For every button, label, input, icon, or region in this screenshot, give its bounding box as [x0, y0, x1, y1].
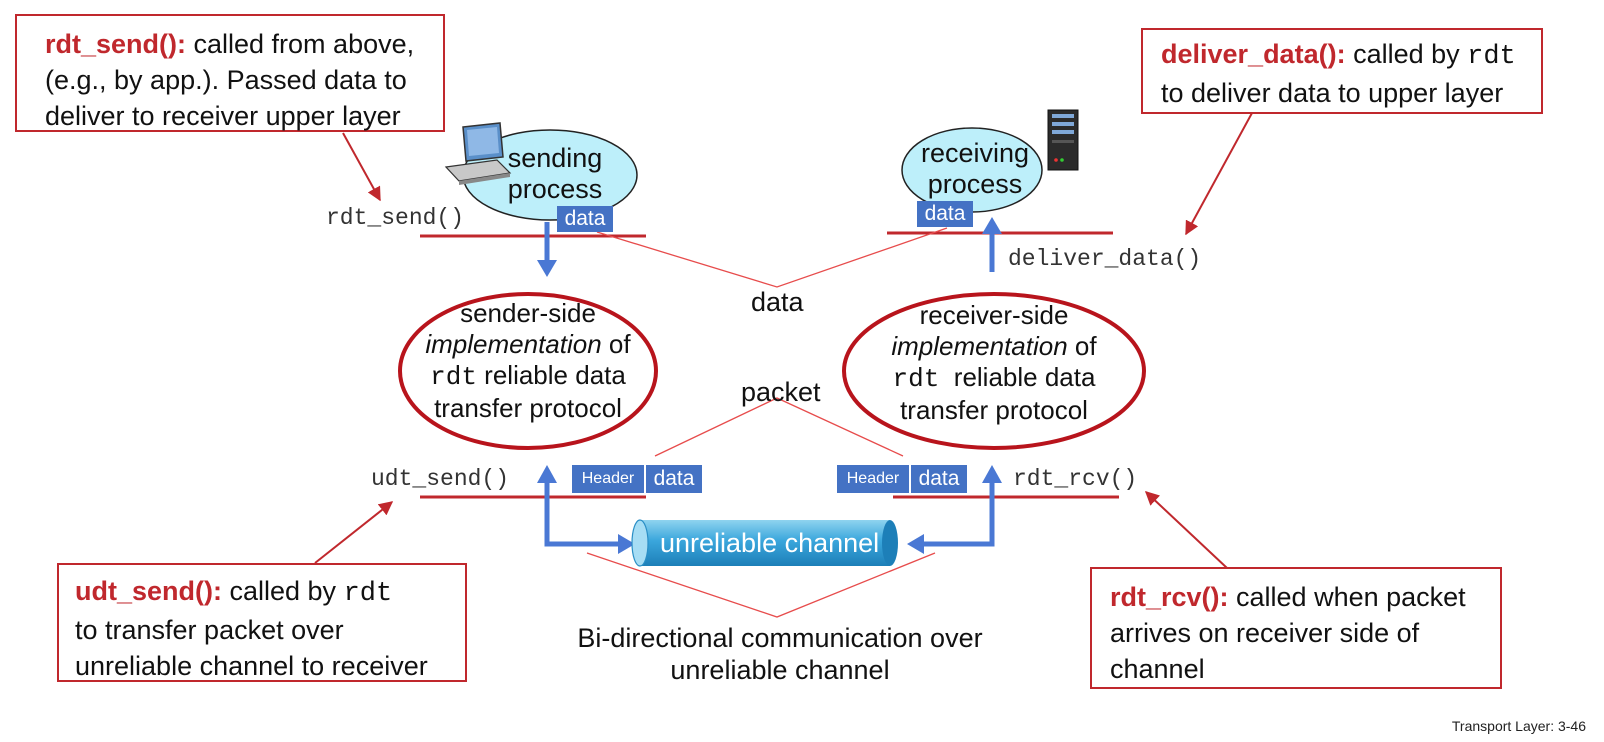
rdt-send-title: rdt_send():	[45, 29, 186, 59]
sender-packet-data-pill: data	[646, 465, 702, 493]
receiver-impl-line3-rest: reliable data	[939, 362, 1096, 392]
udt-send-title: udt_send():	[75, 576, 222, 606]
sender-header-pill: Header	[572, 465, 644, 493]
rdt-rcv-interface-label: rdt_rcv()	[1013, 466, 1138, 492]
bidirectional-line1: Bi-directional communication over	[577, 623, 983, 653]
rdt-rcv-line2: arrives on receiver side of	[1110, 618, 1420, 648]
sending-process-line1: sending	[507, 143, 603, 173]
deliver-data-callout: deliver_data(): called by rdt to deliver…	[1141, 28, 1543, 114]
deliver-data-line2: to deliver data to upper layer	[1161, 78, 1504, 108]
receiving-process-line1: receiving	[920, 138, 1030, 168]
rdt-send-interface-label: rdt_send()	[326, 205, 465, 231]
sending-process-label: sending process	[490, 143, 620, 205]
rdt-rcv-line1: called when packet	[1228, 582, 1466, 612]
pointer-deliver-data	[1185, 112, 1253, 236]
udt-send-interface-label: udt_send()	[371, 466, 510, 492]
bidir-annotation-lines	[586, 552, 936, 618]
sender-impl-italic: implementation	[425, 329, 602, 359]
receiver-impl-ellipse	[842, 292, 1146, 450]
bidirectional-line2: unreliable channel	[670, 655, 890, 685]
rdt-send-callout: rdt_send(): called from above, (e.g., by…	[15, 14, 445, 132]
receiver-data-pill: data	[917, 201, 973, 227]
deliver-data-interface-label: deliver_data()	[1008, 246, 1202, 272]
receiver-packet-data-pill: data	[911, 465, 967, 493]
unreliable-channel-cylinder	[631, 519, 898, 567]
pointer-rdt-send	[342, 132, 381, 202]
down-arrow-sender	[537, 222, 557, 277]
unreliable-channel-label: unreliable channel	[660, 528, 880, 558]
udt-send-callout: udt_send(): called by rdt to transfer pa…	[57, 563, 467, 682]
packet-label: packet	[741, 377, 821, 407]
udt-send-code: rdt	[343, 579, 393, 609]
bidirectional-caption: Bi-directional communication over unreli…	[570, 622, 990, 686]
rdt-send-line3: deliver to receiver upper layer	[45, 101, 401, 131]
udt-send-line1: called by	[221, 576, 344, 606]
sender-impl-line4: transfer protocol	[434, 393, 622, 423]
sender-impl-line2-rest: of	[601, 329, 631, 359]
packet-annotation-lines	[654, 397, 904, 457]
receiver-impl-line4: transfer protocol	[900, 395, 1088, 425]
data-label: data	[751, 287, 804, 317]
data-annotation-lines	[596, 227, 948, 288]
deliver-data-code: rdt	[1467, 42, 1516, 72]
receiver-impl-italic: implementation	[891, 331, 1068, 361]
sender-impl-line3-rest: reliable data	[476, 360, 626, 390]
rdt-rcv-callout: rdt_rcv(): called when packet arrives on…	[1090, 567, 1502, 689]
udt-send-line3: unreliable channel to receiver	[75, 651, 428, 681]
receiver-impl-line1: receiver-side	[919, 300, 1069, 330]
sender-impl-ellipse	[398, 292, 658, 450]
computer-icon	[444, 122, 512, 185]
receiver-impl-line2-rest: of	[1067, 331, 1097, 361]
sending-process-line2: process	[507, 174, 603, 204]
receiver-impl-rdt: rdt	[892, 364, 940, 394]
sender-impl-text: sender-side implementation of rdt reliab…	[420, 298, 636, 424]
deliver-data-line1: called by	[1345, 39, 1468, 69]
sender-impl-rdt: rdt	[430, 362, 477, 392]
rdt-rcv-title: rdt_rcv():	[1110, 582, 1229, 612]
rdt-rcv-line3: channel	[1110, 654, 1205, 684]
sender-channel-arrow	[537, 465, 635, 554]
udt-send-line2: to transfer packet over	[75, 615, 344, 645]
receiving-process-line2: process	[927, 169, 1023, 199]
rdt-send-line2: (e.g., by app.). Passed data to	[45, 65, 407, 95]
receiver-channel-arrow	[907, 465, 1002, 554]
receiver-impl-text: receiver-side implementation of rdt reli…	[874, 300, 1114, 426]
pointer-rdt-rcv	[1144, 491, 1228, 569]
pointer-udt-send	[314, 501, 394, 564]
receiving-process-label: receiving process	[910, 138, 1040, 200]
sender-data-pill: data	[557, 206, 613, 232]
receiver-header-pill: Header	[837, 465, 909, 493]
deliver-data-title: deliver_data():	[1161, 39, 1346, 69]
slide-footer: Transport Layer: 3-46	[1451, 718, 1586, 734]
server-icon	[1047, 109, 1079, 171]
rdt-send-line1: called from above,	[186, 29, 415, 59]
sender-impl-line1: sender-side	[460, 298, 596, 328]
up-arrow-receiver	[982, 217, 1002, 272]
